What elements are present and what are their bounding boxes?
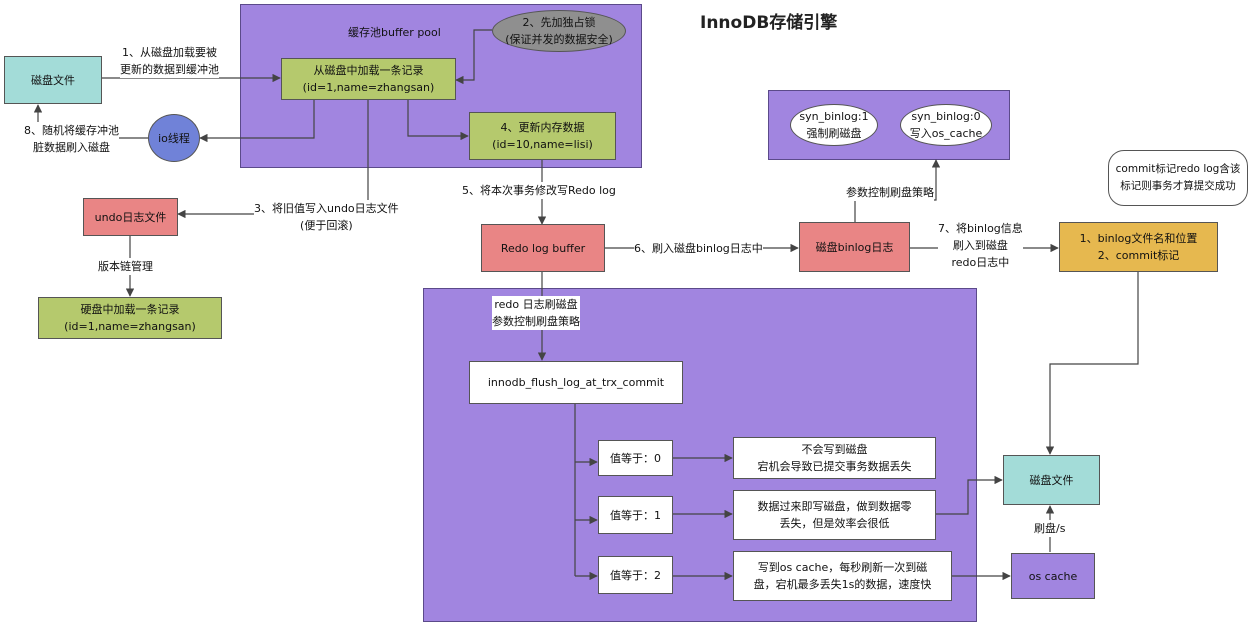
value-1-desc: 数据过来即写磁盘，做到数据零 丢失，但是效率会很低 bbox=[733, 490, 936, 540]
undo-log-box: undo日志文件 bbox=[83, 198, 178, 236]
disk-file-left: 磁盘文件 bbox=[4, 56, 102, 104]
buffer-pool-label: 缓存池buffer pool bbox=[348, 26, 441, 39]
value-0-desc: 不会写到磁盘 宕机会导致已提交事务数据丢失 bbox=[733, 437, 936, 479]
label-step-5: 5、将本次事务修改写Redo log bbox=[462, 182, 616, 199]
flush-log-commit-box: innodb_flush_log_at_trx_commit bbox=[469, 361, 683, 404]
arrow-lock-to-load bbox=[455, 29, 492, 85]
value-2-desc: 写到os cache，每秒刷新一次到磁 盘，宕机最多丢失1s的数据，速度快 bbox=[733, 551, 952, 601]
arrow-desc1-to-diskright bbox=[936, 475, 1003, 515]
arrow-load-to-io bbox=[199, 100, 315, 143]
load-record-box: 从磁盘中加载一条记录 (id=1,name=zhangsan) bbox=[281, 58, 456, 100]
label-step-3: 3、将旧值写入undo日志文件 (便于回滚) bbox=[254, 200, 399, 234]
io-thread-circle: io线程 bbox=[148, 114, 200, 162]
label-step-7: 7、将binlog信息 刷入到磁盘 redo日志中 bbox=[938, 220, 1023, 271]
value-1-box: 值等于：1 bbox=[598, 496, 673, 534]
syn-binlog-0-ellipse: syn_binlog:0 写入os_cache bbox=[900, 104, 992, 146]
syn-binlog-1-ellipse: syn_binlog:1 强制刷磁盘 bbox=[790, 104, 878, 146]
label-flush-rate: 刷盘/s bbox=[1034, 520, 1066, 537]
arrow-load-to-undo bbox=[177, 100, 369, 219]
hdd-record-box: 硬盘中加载一条记录 (id=1,name=zhangsan) bbox=[38, 297, 222, 339]
label-step-1: 1、从磁盘加载要被 更新的数据到缓冲池 bbox=[120, 44, 219, 78]
diagram-title: InnoDB存储引擎 bbox=[700, 13, 838, 33]
label-binlog-policy: 参数控制刷盘策略 bbox=[846, 184, 934, 201]
arrow-info-to-diskright bbox=[1045, 272, 1139, 455]
redo-log-buffer-box: Redo log buffer bbox=[481, 224, 605, 272]
commit-bubble: commit标记redo log含该 标记则事务才算提交成功 bbox=[1108, 150, 1248, 206]
arrow-load-to-update bbox=[407, 100, 469, 141]
binlog-info-box: 1、binlog文件名和位置 2、commit标记 bbox=[1059, 222, 1218, 272]
os-cache-box: os cache bbox=[1011, 553, 1095, 599]
value-2-box: 值等于：2 bbox=[598, 556, 673, 594]
binlog-disk-box: 磁盘binlog日志 bbox=[799, 222, 910, 272]
label-version-chain: 版本链管理 bbox=[98, 258, 153, 275]
disk-file-right: 磁盘文件 bbox=[1003, 455, 1100, 505]
label-redo-policy: redo 日志刷磁盘 参数控制刷盘策略 bbox=[492, 296, 580, 330]
update-memory-box: 4、更新内存数据 (id=10,name=lisi) bbox=[469, 112, 616, 160]
label-step-8: 8、随机将缓存冲池 脏数据刷入磁盘 bbox=[24, 122, 119, 156]
value-0-box: 值等于：0 bbox=[598, 440, 673, 476]
lock-ellipse: 2、先加独占锁 (保证并发的数据安全) bbox=[492, 10, 626, 52]
label-step-6: 6、刷入磁盘binlog日志中 bbox=[634, 240, 763, 257]
